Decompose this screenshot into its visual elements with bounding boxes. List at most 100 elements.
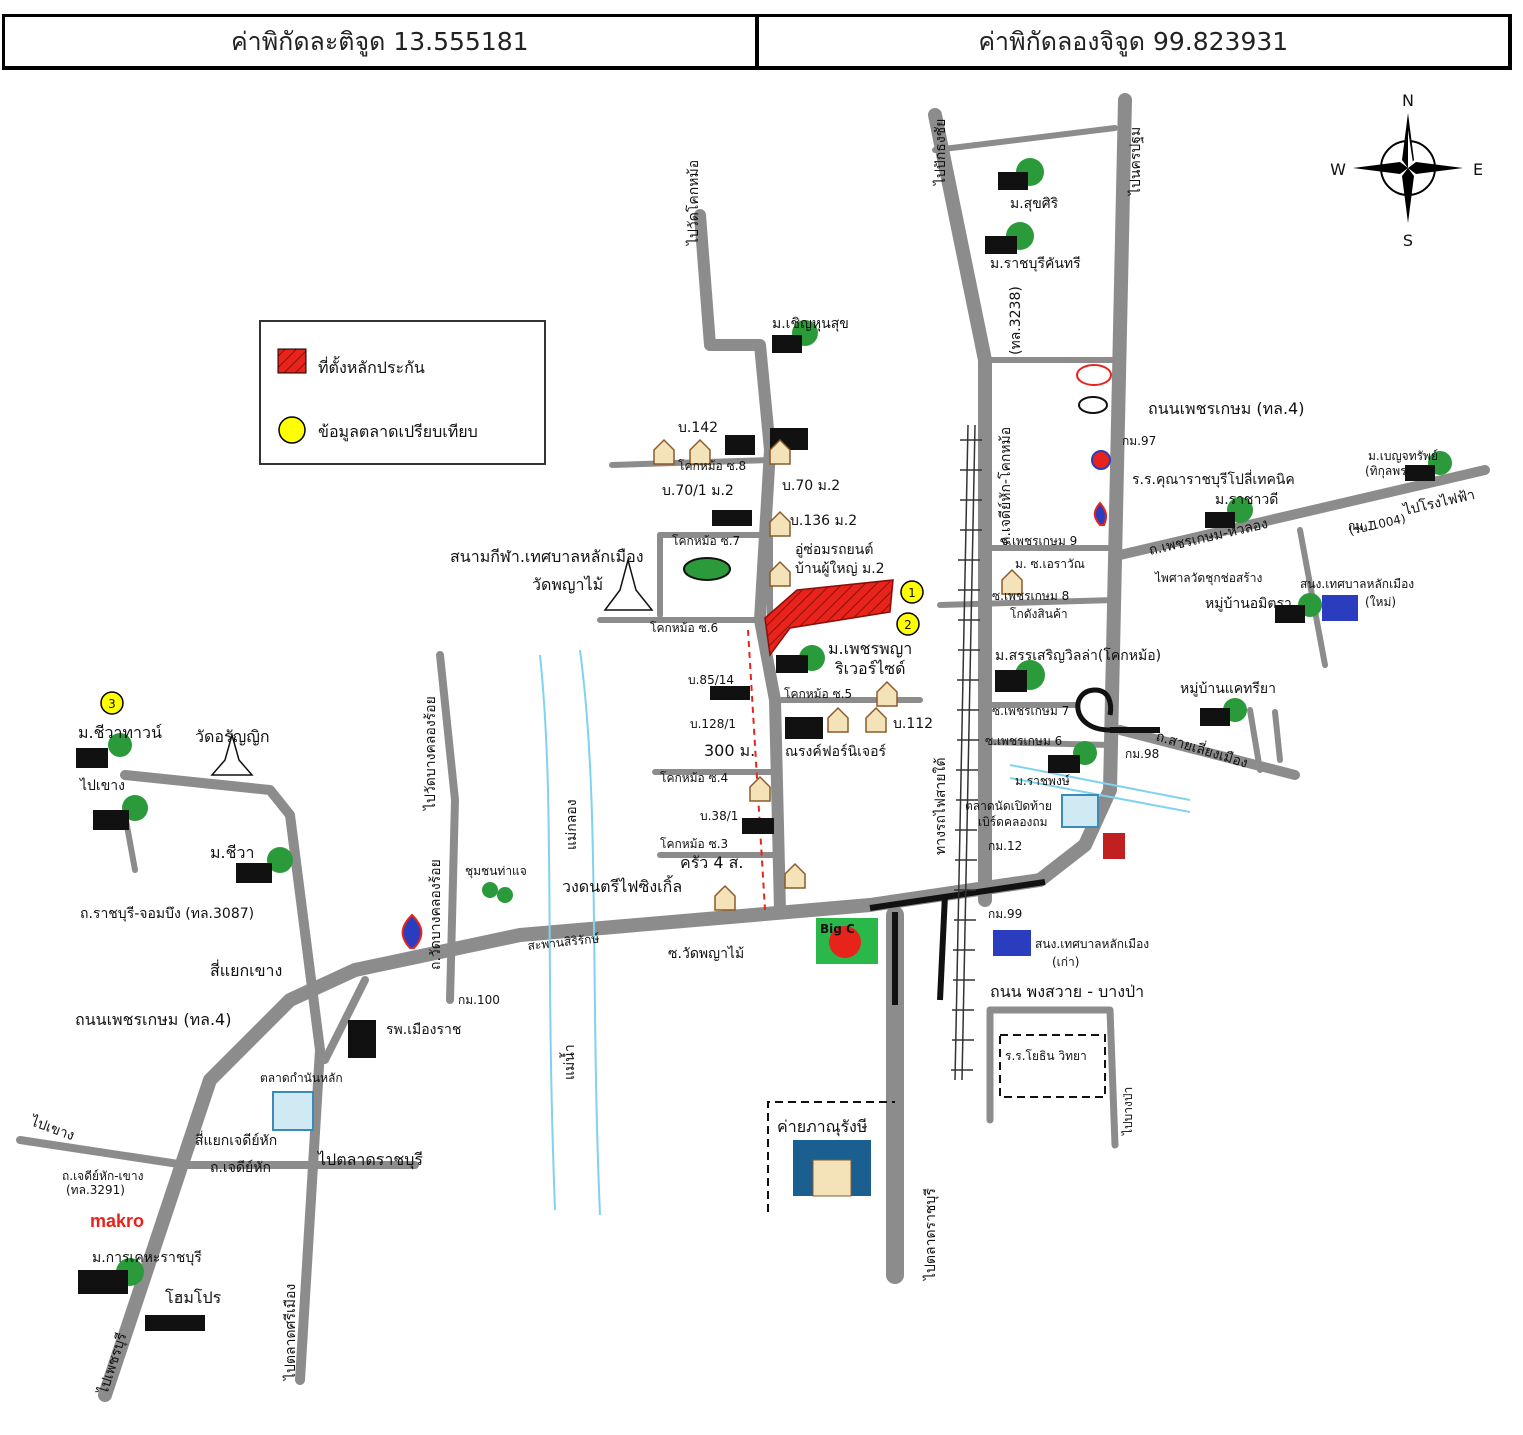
legend-marker-swatch	[278, 416, 306, 444]
svg-text:โคกหม้อ ซ.7: โคกหม้อ ซ.7	[672, 534, 740, 548]
road-chombueng	[120, 770, 325, 1385]
svg-text:ถนนเพชรเกษม (ทล.4): ถนนเพชรเกษม (ทล.4)	[75, 1010, 231, 1029]
svg-text:3: 3	[108, 697, 116, 711]
svg-text:ทางรถไฟสายใต้: ทางรถไฟสายใต้	[932, 758, 949, 855]
svg-text:ไปปักธงชัย: ไปปักธงชัย	[932, 119, 949, 186]
svg-text:ร.ร.โยธิน วิทยา: ร.ร.โยธิน วิทยา	[1005, 1049, 1087, 1063]
svg-text:ถ.เจดีย์หัก: ถ.เจดีย์หัก	[210, 1159, 271, 1176]
svg-text:1: 1	[908, 586, 916, 600]
svg-text:ชุมชนท่าแจ: ชุมชนท่าแจ	[465, 864, 527, 879]
compass-rose: N S E W	[1330, 91, 1483, 250]
river	[539, 649, 1191, 1216]
school-ying-boundary	[999, 1034, 1106, 1098]
svg-text:บ.70/1 ม.2: บ.70/1 ม.2	[662, 483, 734, 499]
svg-text:บ.112: บ.112	[893, 716, 933, 732]
road-rb1004	[1115, 465, 1490, 560]
svg-text:ม. ซ.เอราวัณ: ม. ซ.เอราวัณ	[1015, 557, 1085, 571]
road-top-connector	[932, 125, 1118, 153]
svg-text:แม่น้ำ: แม่น้ำ	[559, 1044, 578, 1080]
svg-text:ซ.วัดพญาไม้: ซ.วัดพญาไม้	[668, 945, 744, 962]
compass-w: W	[1330, 160, 1346, 179]
svg-text:โคกหม้อ ซ.3: โคกหม้อ ซ.3	[660, 837, 728, 851]
svg-text:กม.97: กม.97	[1122, 434, 1156, 448]
svg-text:โกดังสินค้า: โกดังสินค้า	[1010, 607, 1068, 621]
svg-text:(ทล.3238): (ทล.3238)	[1008, 286, 1024, 355]
svg-text:ม.ชีวาทาวน์: ม.ชีวาทาวน์	[78, 723, 162, 742]
svg-text:ถ.วัดบางคลองร้อย: ถ.วัดบางคลองร้อย	[428, 859, 444, 970]
svg-text:สี่แยกเขาง: สี่แยกเขาง	[210, 959, 282, 980]
svg-text:ซ.เพชรเกษม 9: ซ.เพชรเกษม 9	[1000, 534, 1077, 548]
svg-text:ค่ายภาณุรังษี: ค่ายภาณุรังษี	[777, 1117, 867, 1137]
latitude-cell: ค่าพิกัดละติจูด 13.555181	[230, 26, 529, 56]
svg-text:ม.เชิญหุนสุข: ม.เชิญหุนสุข	[772, 316, 849, 332]
svg-text:บ.70 ม.2: บ.70 ม.2	[782, 478, 840, 494]
road-soi-phet8	[937, 597, 1118, 608]
svg-text:ม.ราชาวดี: ม.ราชาวดี	[1215, 492, 1278, 508]
svg-text:ม.เพชรพญา: ม.เพชรพญา	[828, 639, 912, 658]
svg-text:ถนนเพชรเกษม (ทล.4): ถนนเพชรเกษม (ทล.4)	[1148, 399, 1304, 418]
distance-label: 300 ม.	[704, 741, 755, 760]
map-legend: ที่ตั้งหลักประกัน ข้อมูลตลาดเปรียบเทียบ	[259, 320, 546, 465]
svg-text:ตลาดกำนันหลัก: ตลาดกำนันหลัก	[260, 1071, 343, 1085]
landmark-icons: Big C	[76, 158, 1452, 1331]
office-old-icon	[993, 930, 1031, 956]
esso-icon	[1078, 396, 1108, 414]
svg-text:ไปวัดบางคลองร้อย: ไปวัดบางคลองร้อย	[422, 696, 439, 811]
svg-text:ถ.เจดีย์หัก-โคกหม้อ: ถ.เจดีย์หัก-โคกหม้อ	[997, 427, 1014, 545]
temple-icon-2	[210, 732, 254, 776]
svg-text:ซ.เพชรเกษม 6: ซ.เพชรเกษม 6	[985, 734, 1062, 748]
svg-text:(ทิกุลพร): (ทิกุลพร)	[1365, 464, 1411, 479]
svg-text:ไพศาลวัดชุกช่อสร้าง: ไพศาลวัดชุกช่อสร้าง	[1154, 571, 1262, 586]
svg-text:โคกหม้อ ซ.6: โคกหม้อ ซ.6	[650, 621, 718, 635]
svg-text:ไปตลาดศรีเมือง: ไปตลาดศรีเมือง	[282, 1284, 299, 1381]
makro-mall-icon	[1103, 833, 1125, 859]
svg-text:หมู่บ้านอมิตรา: หมู่บ้านอมิตรา	[1205, 596, 1292, 612]
svg-text:(ใหม่): (ใหม่)	[1365, 595, 1396, 609]
svg-text:บ้านผู้ใหญ่ ม.2: บ้านผู้ใหญ่ ม.2	[795, 560, 885, 577]
railway-line	[951, 424, 982, 1081]
svg-text:วัดพญาไม้: วัดพญาไม้	[532, 575, 603, 594]
svg-text:ริเวอร์ไซด์: ริเวอร์ไซด์	[835, 659, 906, 678]
dark-road-segments	[869, 727, 1160, 1005]
svg-text:ถนน พงสวาย - บางป่า: ถนน พงสวาย - บางป่า	[990, 982, 1144, 1001]
bigc-logo: Big C	[816, 918, 878, 964]
svg-text:ร.ร.คุณาราชบุรีโปลี่เทคนิค: ร.ร.คุณาราชบุรีโปลี่เทคนิค	[1132, 470, 1295, 488]
legend-comparable-label: ข้อมูลตลาดเปรียบเทียบ	[318, 422, 478, 442]
map-labels: ไปวัดโคกหม้อ ม.เชิญหุนสุข บ.142 โคกหม้อ …	[28, 119, 1477, 1398]
svg-text:ม.การเคหะราชบุรี: ม.การเคหะราชบุรี	[92, 1250, 202, 1266]
svg-text:ตลาดนัดเปิดท้าย: ตลาดนัดเปิดท้าย	[965, 799, 1052, 813]
road-bypass-city	[1115, 725, 1300, 780]
svg-text:วัดอรัญญิก: วัดอรัญญิก	[195, 727, 270, 746]
market-open-icon	[1061, 794, 1099, 828]
svg-text:ถ.ราชบุรี-จอมบึง (ทล.3087): ถ.ราชบุรี-จอมบึง (ทล.3087)	[80, 906, 254, 922]
svg-text:ถ.เจดีย์หัก-เขาง: ถ.เจดีย์หัก-เขาง	[62, 1169, 143, 1183]
svg-text:ซ.เพชรเกษม 7: ซ.เพชรเกษม 7	[992, 704, 1069, 718]
road-hospital	[321, 976, 369, 1064]
svg-text:โคกหม้อ ซ.8: โคกหม้อ ซ.8	[678, 459, 746, 473]
svg-text:ครัว 4 ส.: ครัว 4 ส.	[680, 853, 743, 872]
svg-text:อู่ซ่อมรถยนต์: อู่ซ่อมรถยนต์	[795, 541, 873, 558]
road-phong	[986, 1006, 1119, 1149]
svg-text:โฮมโปร: โฮมโปร	[165, 1288, 222, 1307]
distance-line	[747, 629, 766, 911]
longitude-cell: ค่าพิกัดลองจิจูด 99.823931	[754, 17, 1509, 66]
svg-text:บ.38/1: บ.38/1	[700, 809, 738, 823]
svg-text:กม.1: กม.1	[1348, 519, 1375, 533]
svg-text:วงดนตรีไฟซิงเกิ้ล: วงดนตรีไฟซิงเกิ้ล	[562, 875, 682, 896]
collateral-site	[764, 579, 894, 657]
svg-text:สี่แยกเจดีย์หัก: สี่แยกเจดีย์หัก	[195, 1131, 277, 1149]
coordinate-header: ค่าพิกัดละติจูด 13.555181 ค่าพิกัดลองจิจ…	[2, 14, 1512, 70]
compass-e: E	[1473, 160, 1483, 179]
svg-text:ม.เบญจทรัพย์: ม.เบญจทรัพย์	[1368, 449, 1438, 463]
svg-text:แม่กลอง: แม่กลอง	[564, 799, 580, 850]
svg-text:โคกหม้อ ซ.4: โคกหม้อ ซ.4	[660, 771, 728, 785]
svg-text:ไปตลาดราชบุรี: ไปตลาดราชบุรี	[316, 1150, 423, 1170]
comparable-marker-1: 1	[900, 580, 924, 604]
comparable-marker-3: 3	[100, 691, 124, 715]
legend-site-swatch	[277, 348, 307, 374]
svg-text:ไปเพชรบุรี: ไปเพชรบุรี	[94, 1330, 130, 1397]
svg-text:ม.ราชพงษ์: ม.ราชพงษ์	[1015, 774, 1070, 788]
compass-s: S	[1403, 231, 1413, 250]
legend-site-label: ที่ตั้งหลักประกัน	[318, 356, 425, 377]
